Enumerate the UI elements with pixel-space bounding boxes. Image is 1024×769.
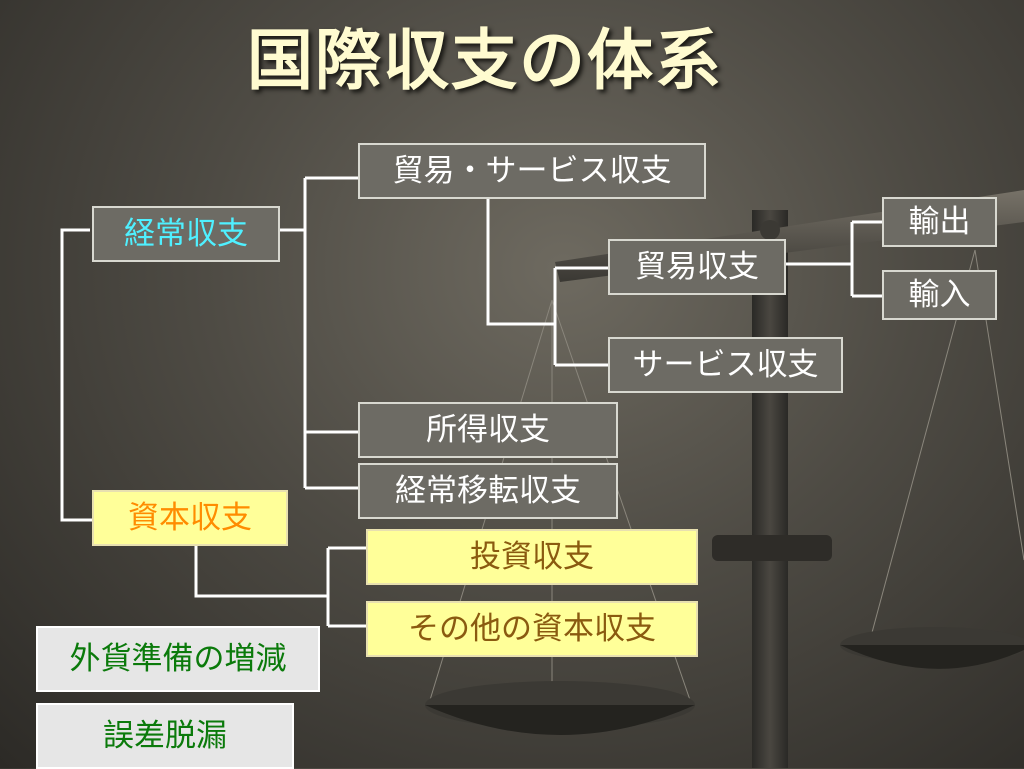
trade-services-box: 貿易・サービス収支 [358,143,706,199]
current-account-label: 経常収支 [124,215,248,252]
imports-box: 輸入 [882,270,997,320]
investment-balance-label: 投資収支 [470,538,594,575]
capital-account-label: 資本収支 [128,499,252,536]
income-balance-label: 所得収支 [426,411,550,448]
services-balance-label: サービス収支 [632,346,819,383]
trade-services-label: 貿易・サービス収支 [392,152,672,189]
other-capital-label: その他の資本収支 [408,610,656,647]
reserves-change-label: 外貨準備の増減 [69,640,287,677]
trade-balance-label: 貿易収支 [635,248,759,285]
services-balance-box: サービス収支 [608,337,843,393]
capital-account-box: 資本収支 [92,490,288,546]
current-account-box: 経常収支 [92,206,280,262]
investment-balance-box: 投資収支 [366,529,698,585]
current-transfers-label: 経常移転収支 [395,472,581,509]
errors-omissions-label: 誤差脱漏 [103,717,227,754]
current-transfers-box: 経常移転収支 [358,463,618,519]
imports-label: 輸入 [908,276,971,313]
page-title: 国際収支の体系 [247,22,723,99]
income-balance-box: 所得収支 [358,402,618,458]
trade-balance-box: 貿易収支 [608,239,786,295]
other-capital-box: その他の資本収支 [366,601,698,657]
exports-box: 輸出 [882,197,997,247]
reserves-change-box: 外貨準備の増減 [36,626,320,692]
exports-label: 輸出 [908,203,971,240]
errors-omissions-box: 誤差脱漏 [36,703,294,769]
